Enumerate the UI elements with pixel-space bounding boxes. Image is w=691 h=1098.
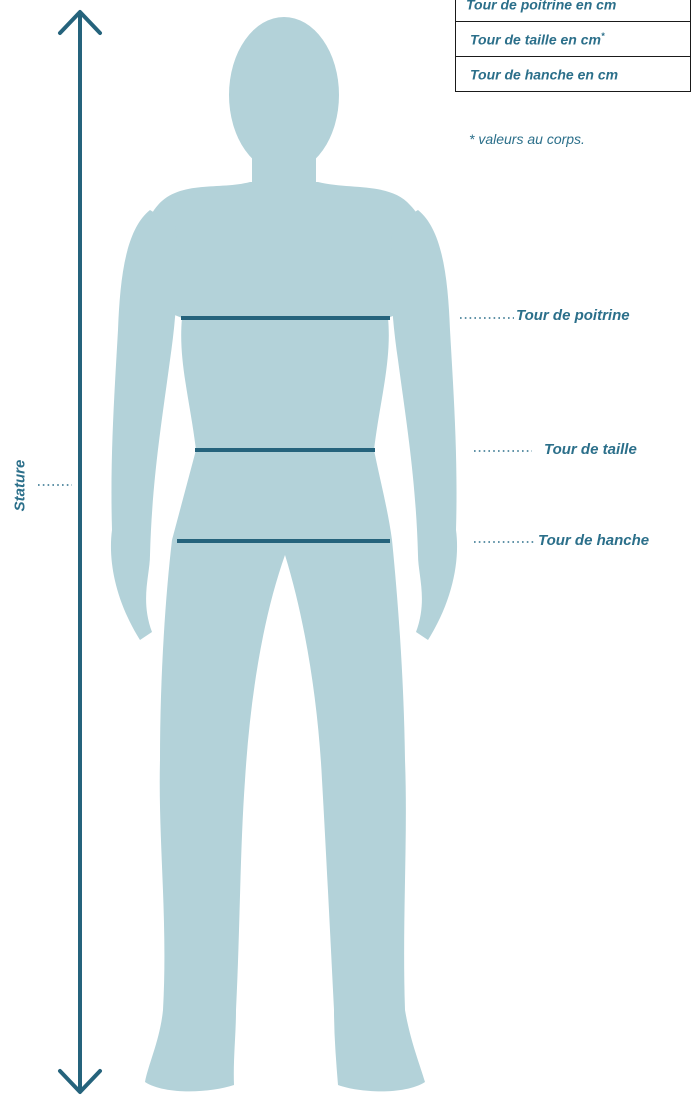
table-cell-chest: Tour de poitrine en cm — [456, 0, 691, 22]
hip-row-label: Tour de hanche en cm — [470, 66, 618, 82]
table-row: Tour de hanche en cm — [456, 57, 691, 92]
footnote: * valeurs au corps. — [469, 131, 585, 147]
stature-arrow — [60, 12, 100, 1092]
table-cell-waist: Tour de taille en cm* — [456, 22, 691, 57]
chest-row-label: Tour de poitrine en cm — [466, 0, 616, 12]
stature-label-wrap: Stature — [5, 470, 35, 500]
table-cell-hip: Tour de hanche en cm — [456, 57, 691, 92]
waist-label: Tour de taille — [544, 441, 637, 458]
hip-label: Tour de hanche — [538, 532, 649, 549]
stature-label: Stature — [12, 459, 29, 511]
waist-row-mark: * — [601, 31, 605, 41]
waist-row-label: Tour de taille en cm — [470, 31, 601, 47]
left-arm — [111, 210, 177, 640]
chest-label: Tour de poitrine — [516, 307, 630, 324]
right-arm — [391, 210, 457, 640]
table-row: Tour de taille en cm* — [456, 22, 691, 57]
body-silhouette — [111, 17, 457, 1091]
size-table: Tour de poitrine en cm Tour de taille en… — [455, 0, 691, 92]
head — [229, 17, 339, 173]
table-row: Tour de poitrine en cm — [456, 0, 691, 22]
